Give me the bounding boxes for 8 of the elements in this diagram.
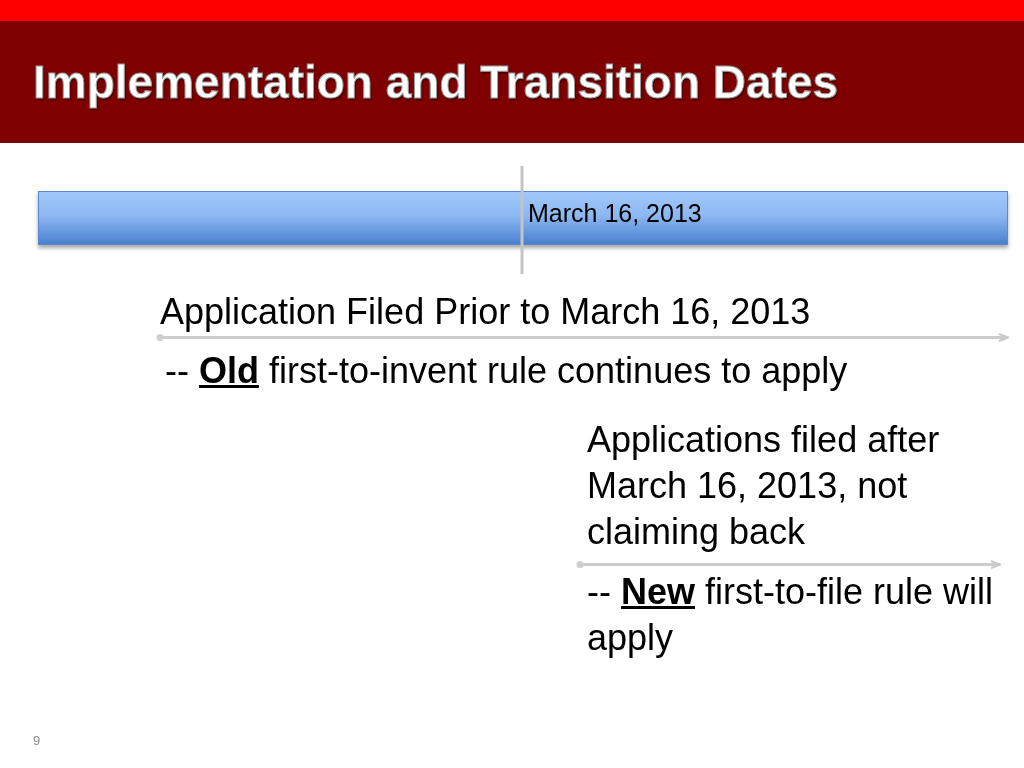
period-label: Applications filed after March 16, 2013, not claiming back [587, 418, 941, 554]
date-label: March 16, 2013 [528, 198, 702, 228]
slide-title: Implementation and Transition Dates [33, 55, 839, 110]
timeline-bar [38, 191, 1008, 245]
page-number: 9 [33, 733, 41, 749]
rule-note: -- Old first-to-invent rule continues to apply [165, 350, 848, 392]
rule-note: -- New first-to-file rule will apply [587, 570, 995, 660]
period-label: Application Filed Prior to March 16, 2013 [160, 291, 811, 333]
